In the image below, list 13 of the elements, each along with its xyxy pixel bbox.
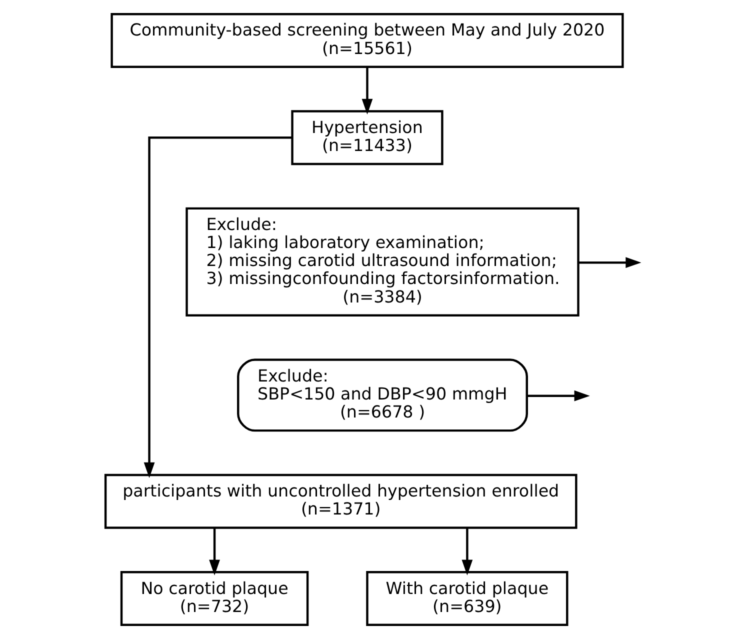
node-box: Community-based screening between May and July 2020 (n=15561) xyxy=(110,12,624,68)
arrow xyxy=(362,67,373,114)
arrow xyxy=(578,257,642,268)
node-box: No carotid plaque (n=732) xyxy=(120,571,309,626)
arrow xyxy=(527,390,590,402)
arrow xyxy=(209,528,220,576)
node-box: With carotid plaque (n=639) xyxy=(366,571,568,626)
arrow xyxy=(462,528,473,576)
arrow xyxy=(144,136,292,478)
node-box: Exclude: SBP<150 and DBP<90 mmgH (n=6678 ) xyxy=(237,358,528,432)
node-box: participants with uncontrolled hypertension enrolled (n=1371) xyxy=(104,474,578,529)
node-box: Hypertension (n=11433) xyxy=(291,110,444,166)
node-box: Exclude: 1) laking laboratory examination; 2) missing carotid ultrasound information; 3) missingconfounding factorsinformation. (n=3384) xyxy=(186,207,580,316)
